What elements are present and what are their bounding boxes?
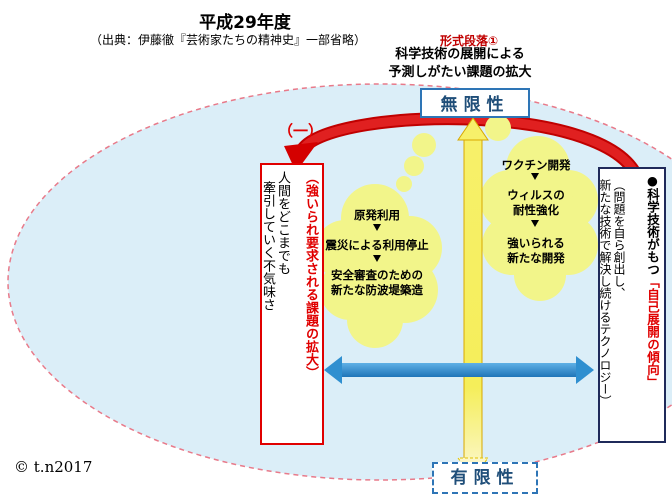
cloud-right-item-2-line-2: 耐性強化 bbox=[513, 203, 559, 217]
infinite-box: 無限性 bbox=[420, 88, 530, 118]
cloud-left-item-3-line-2: 新たな防波堤築造 bbox=[331, 283, 423, 297]
right-box-heading: ●科学技術がもつ「自己展開の傾向」 bbox=[644, 173, 660, 388]
cloud-left-puffs bbox=[396, 133, 436, 192]
source-citation: （出典：伊藤徹『芸術家たちの精神史』一部省略） bbox=[90, 33, 367, 47]
cloud-left-item-3-line-1: 安全審査のための bbox=[331, 268, 423, 282]
cloud-right-item-1: ワクチン開発 bbox=[501, 158, 571, 172]
left-cloud-flow-arrows bbox=[373, 224, 381, 262]
right-box: ●科学技術がもつ「自己展開の傾向」 （問題を自ら創出し、 新たな技術で解決し続け… bbox=[598, 167, 666, 443]
right-sub-line-2: 新たな技術で解決し続けるテクノロジー） bbox=[598, 179, 612, 407]
cloud-right-item-3-line-1: 強いられる bbox=[507, 236, 565, 250]
finite-box: 有限性 bbox=[432, 462, 538, 494]
copyright: © t.n2017 bbox=[14, 458, 93, 476]
stage-description: 科学技術の展開による 予測しがたい課題の拡大 bbox=[300, 46, 620, 82]
left-box-black-text: 人間をどこまでも 牽引していく不気味さ bbox=[260, 171, 290, 311]
stage-label: 形式段落① bbox=[440, 34, 499, 48]
page-title: 平成29年度 bbox=[199, 13, 291, 33]
right-sub-line-1: （問題を自ら創出し、 bbox=[612, 179, 626, 299]
cloud-left-item-1: 原発利用 bbox=[354, 208, 400, 222]
right-cloud-flow-arrows bbox=[531, 173, 539, 227]
left-black-line-2: 牽引していく不気味さ bbox=[260, 181, 275, 311]
cloud-left-item-3: 安全審査のための 新たな防波堤築造 bbox=[318, 268, 436, 298]
right-box-subtext: （問題を自ら創出し、 新たな技術で解決し続けるテクノロジー） bbox=[598, 179, 626, 407]
cloud-right bbox=[480, 136, 598, 301]
cloud-right-item-3-line-2: 新たな開発 bbox=[507, 251, 565, 265]
red-curved-arrow-inner bbox=[298, 114, 645, 193]
left-box-red-text: （強いられ要求される課題の拡大） bbox=[303, 171, 318, 379]
cloud-left bbox=[315, 184, 442, 348]
cloud-right-item-2-line-1: ウィルスの bbox=[507, 188, 565, 202]
stage-line-1: 科学技術の展開による bbox=[395, 47, 525, 62]
right-heading-prefix: ●科学技術がもつ bbox=[645, 173, 660, 276]
red-arrowhead bbox=[284, 142, 318, 172]
cloud-right-item-2: ウィルスの 耐性強化 bbox=[490, 188, 582, 218]
stage-line-2: 予測しがたい課題の拡大 bbox=[388, 65, 532, 80]
minus-label: （一） bbox=[278, 122, 324, 140]
blue-horizontal-arrow bbox=[324, 356, 594, 384]
cloud-right-item-3: 強いられる 新たな開発 bbox=[490, 236, 582, 266]
cloud-left-item-2: 震災による利用停止 bbox=[325, 238, 429, 252]
right-heading-highlight: 「自己展開の傾向」 bbox=[645, 275, 660, 389]
left-black-line-1: 人間をどこまでも bbox=[275, 171, 290, 275]
left-box: （強いられ要求される課題の拡大） 人間をどこまでも 牽引していく不気味さ bbox=[260, 163, 324, 445]
